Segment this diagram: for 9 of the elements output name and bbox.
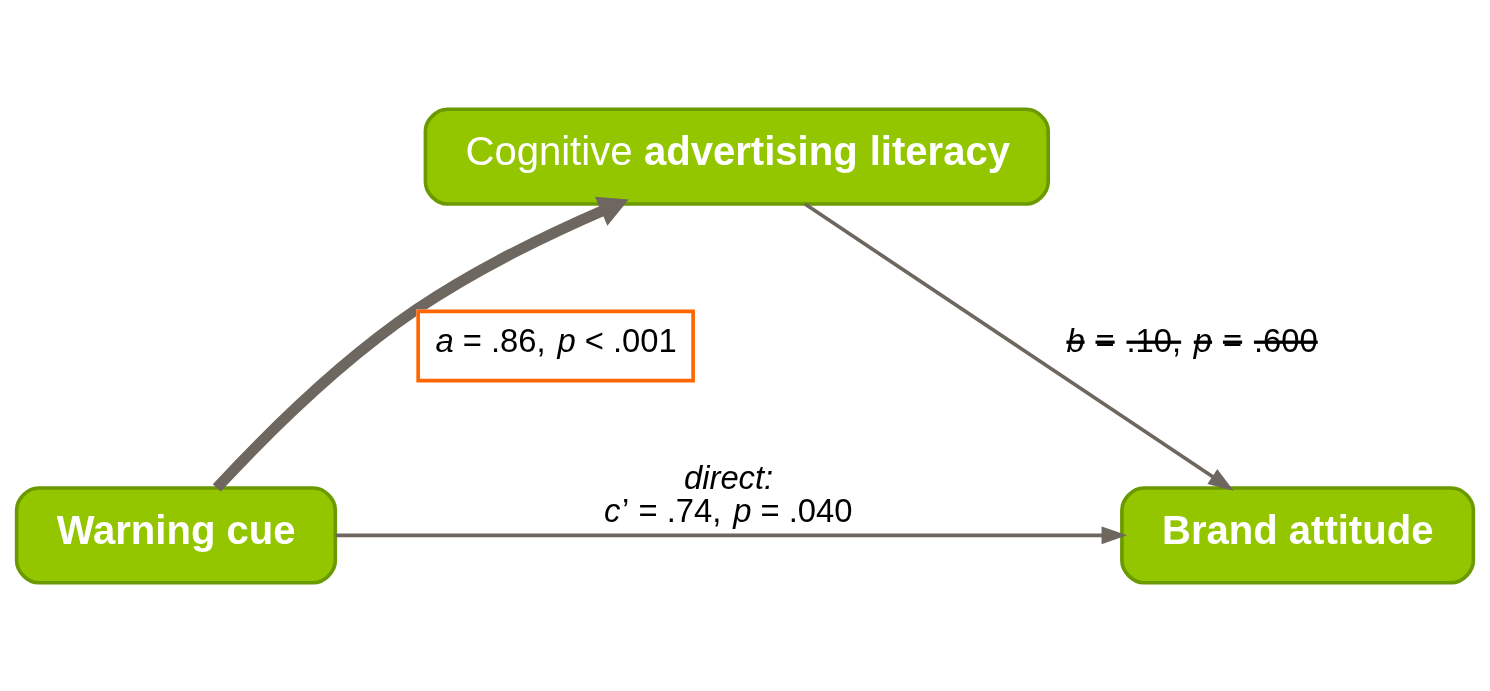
arrow: [212, 196, 629, 492]
node-box: Cognitive advertising literacy: [423, 106, 1050, 206]
edge-label: direct: c’ = .74, p = .040: [603, 458, 853, 529]
edge-label: a = .86, p < .001: [435, 321, 677, 359]
node-box: Brand attitude: [1120, 485, 1476, 585]
edge-label: b = .10, p = .600: [1066, 321, 1318, 359]
node-box: Warning cue: [14, 485, 338, 585]
arrow: [335, 525, 1128, 544]
arrow: [804, 202, 1234, 491]
